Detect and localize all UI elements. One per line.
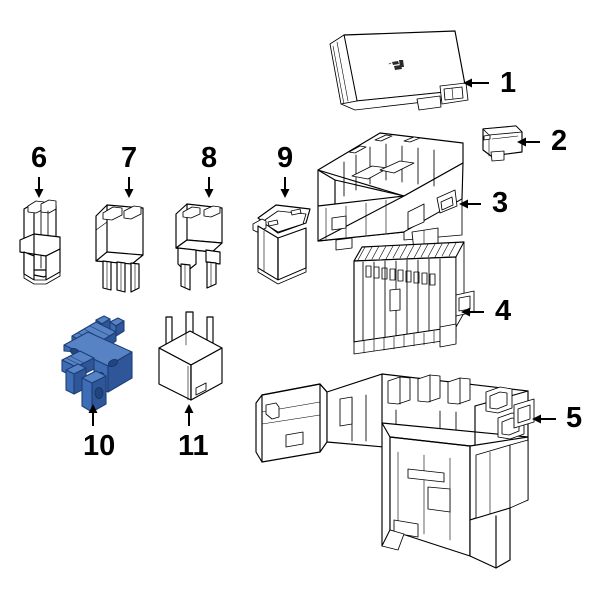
callout-number-11: 11 <box>178 430 209 462</box>
callout-number-4: 4 <box>495 295 511 327</box>
part-small-cap[interactable] <box>482 125 523 162</box>
part-upper-fuse-block[interactable] <box>317 132 464 252</box>
callout-6[interactable]: 6 <box>31 142 47 198</box>
terminal-block-slots <box>365 265 436 286</box>
callout-10[interactable]: 10 <box>83 404 115 462</box>
callout-number-6: 6 <box>31 142 47 174</box>
callout-arrow-head <box>463 78 472 88</box>
callout-9[interactable]: 9 <box>277 142 293 198</box>
callouts-layer: 1 2 3 4 5 6 7 8 9 10 11 <box>31 67 582 462</box>
callout-arrow-head <box>461 307 470 317</box>
callout-number-1: 1 <box>500 67 516 99</box>
callout-7[interactable]: 7 <box>121 142 137 198</box>
callout-arrow-head <box>34 189 44 198</box>
part-fuse-box-cover[interactable] <box>329 30 469 111</box>
part-fuse-puller[interactable] <box>19 199 61 285</box>
callout-1[interactable]: 1 <box>463 67 516 99</box>
callout-5[interactable]: 5 <box>532 402 582 434</box>
part-cartridge-fuse[interactable] <box>252 204 311 285</box>
part-relay-bracket-highlighted[interactable] <box>61 315 133 413</box>
callout-3[interactable]: 3 <box>459 187 508 219</box>
callout-2[interactable]: 2 <box>517 125 567 157</box>
part-three-blade-fuse[interactable] <box>95 204 144 293</box>
callout-number-3: 3 <box>492 187 508 219</box>
callout-number-10: 10 <box>83 430 115 462</box>
callout-number-7: 7 <box>121 142 137 174</box>
callout-8[interactable]: 8 <box>201 142 217 198</box>
callout-arrow-head <box>517 137 526 147</box>
callout-number-8: 8 <box>201 142 217 174</box>
terminal-block-bottom-teeth <box>363 329 445 354</box>
callout-11[interactable]: 11 <box>178 404 209 462</box>
callout-arrow-head <box>459 199 468 209</box>
callout-arrow-head <box>184 404 194 413</box>
callout-arrow-head <box>204 189 214 198</box>
part-lower-bracket-housing[interactable] <box>255 373 535 569</box>
part-terminal-block[interactable] <box>353 241 475 355</box>
callout-arrow-head <box>280 189 290 198</box>
part-two-blade-fuse[interactable] <box>175 203 223 291</box>
callout-arrow-head <box>532 414 541 424</box>
terminal-block-teeth <box>357 242 457 261</box>
callout-arrow-head <box>88 404 98 413</box>
callout-4[interactable]: 4 <box>461 295 511 327</box>
callout-number-5: 5 <box>566 402 582 434</box>
callout-number-9: 9 <box>277 142 293 174</box>
callout-number-2: 2 <box>551 125 567 157</box>
callout-arrow-head <box>124 189 134 198</box>
part-relay[interactable] <box>158 311 223 401</box>
cover-emblem <box>388 60 404 70</box>
